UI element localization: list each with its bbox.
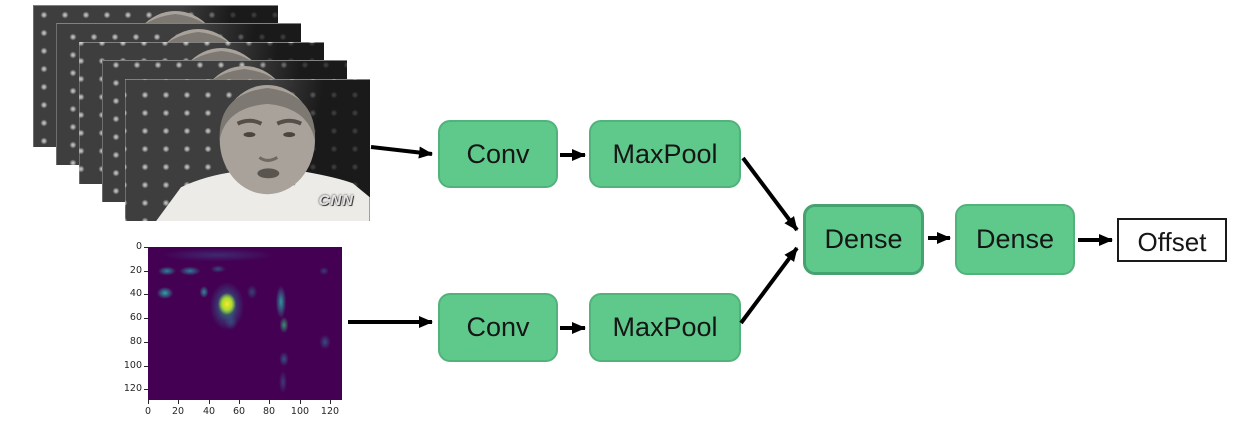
tick-mark <box>144 294 148 295</box>
tick-mark <box>269 400 270 404</box>
node-conv-top: Conv <box>438 120 558 188</box>
spectrogram-image <box>148 247 342 400</box>
tick-mark <box>144 247 148 248</box>
spectrogram-ytick: 20 <box>129 265 142 276</box>
tick-mark <box>144 271 148 272</box>
tick-mark <box>144 318 148 319</box>
tick-mark <box>330 400 331 404</box>
spectrogram-ytick: 120 <box>123 383 142 394</box>
tick-mark <box>178 400 179 404</box>
spectrogram-xtick: 120 <box>320 406 340 417</box>
spectrogram-ytick: 100 <box>123 360 142 371</box>
tick-mark <box>300 400 301 404</box>
spectrogram-xtick: 40 <box>202 406 216 417</box>
node-label: MaxPool <box>612 138 718 169</box>
spectrogram-xtick: 0 <box>144 406 152 417</box>
video-frames-stack: CNN CNN <box>33 5 373 223</box>
tick-mark <box>144 366 148 367</box>
spectrogram-xtick: 80 <box>262 406 276 417</box>
spectrogram-ytick: 40 <box>129 288 142 299</box>
arrow-maxpool-top-to-dense <box>741 156 799 232</box>
tick-mark <box>148 400 149 404</box>
node-offset-output: Offset <box>1117 218 1227 262</box>
spectrogram-ytick: 80 <box>129 336 142 347</box>
arrow-maxpool-bottom-to-dense <box>739 246 799 325</box>
cnn-watermark: CNN <box>318 192 354 209</box>
node-label: Dense <box>975 224 1055 254</box>
node-dense-1: Dense <box>803 204 924 275</box>
node-maxpool-top: MaxPool <box>589 120 741 188</box>
video-frame-front: CNN <box>125 79 370 221</box>
spectrogram-xtick: 20 <box>171 406 185 417</box>
node-label: Offset <box>1137 227 1207 257</box>
node-label: Dense <box>824 224 903 254</box>
spectrogram-ytick: 60 <box>129 312 142 323</box>
person-face-illustration <box>156 84 370 221</box>
tick-mark <box>239 400 240 404</box>
node-label: Conv <box>466 312 530 342</box>
node-conv-bottom: Conv <box>438 293 558 362</box>
arrow-frames-to-conv-top <box>370 145 433 159</box>
tick-mark <box>144 342 148 343</box>
spectrogram-xtick: 60 <box>232 406 246 417</box>
spectrogram-input: 0 20 40 60 80 100 120 0 20 40 60 80 100 … <box>100 235 356 425</box>
node-label: Conv <box>466 138 530 169</box>
node-maxpool-bottom: MaxPool <box>589 293 741 362</box>
node-label: MaxPool <box>612 312 718 342</box>
tick-mark <box>209 400 210 404</box>
tick-mark <box>144 389 148 390</box>
spectrogram-xtick: 100 <box>290 406 310 417</box>
spectrogram-ytick: 0 <box>135 241 142 252</box>
node-dense-2: Dense <box>955 204 1075 275</box>
